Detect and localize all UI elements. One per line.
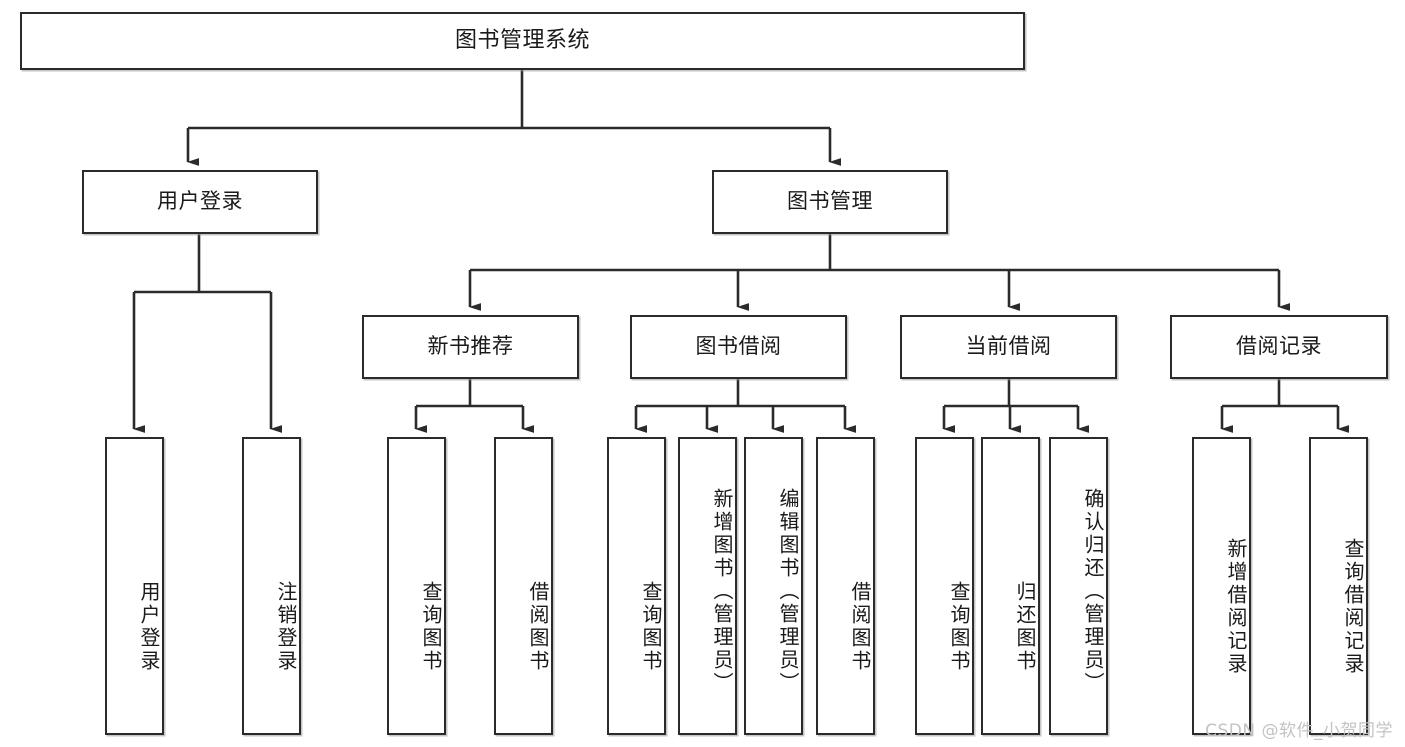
node-current-borrow[interactable]: 当前借阅 [900,315,1117,379]
node-label: 查询图书 [639,581,663,673]
node-label: 新增借阅记录 [1224,538,1248,676]
node-new-book-recommend[interactable]: 新书推荐 [362,315,579,379]
node-label: 注销登录 [274,581,298,673]
node-root-book-management-system[interactable]: 图书管理系统 [20,12,1025,70]
node-label: 借阅图书 [526,581,550,673]
node-label: 确认归还（管理员） [1081,487,1105,695]
node-label: 图书管理 [787,189,873,214]
node-label: 借阅图书 [848,581,872,673]
leaf-return-book[interactable]: 归还图书 [981,437,1040,735]
leaf-user-login[interactable]: 用户登录 [105,437,164,735]
node-label: 用户登录 [157,189,243,214]
leaf-query-book-new-recommend[interactable]: 查询图书 [387,437,446,735]
leaf-query-book-borrow[interactable]: 查询图书 [607,437,666,735]
leaf-edit-book-admin[interactable]: 编辑图书（管理员） [744,437,803,735]
leaf-query-borrow-record[interactable]: 查询借阅记录 [1309,437,1368,735]
node-book-borrow[interactable]: 图书借阅 [630,315,847,379]
node-borrow-record[interactable]: 借阅记录 [1170,315,1388,379]
node-label: 查询图书 [947,581,971,673]
leaf-logout-login[interactable]: 注销登录 [242,437,301,735]
leaf-borrow-book-borrow[interactable]: 借阅图书 [816,437,875,735]
node-user-login[interactable]: 用户登录 [82,170,318,234]
node-label: 图书借阅 [695,334,782,359]
node-label: 借阅记录 [1236,334,1322,359]
csdn-watermark: CSDN @软件_小贺同学 [1205,721,1393,741]
leaf-add-borrow-record[interactable]: 新增借阅记录 [1192,437,1251,735]
leaf-add-book-admin[interactable]: 新增图书（管理员） [678,437,737,735]
node-label: 查询图书 [419,581,443,673]
node-label: 当前借阅 [965,334,1052,359]
node-label: 图书管理系统 [454,27,590,53]
node-book-manage[interactable]: 图书管理 [712,170,948,234]
leaf-query-book-current[interactable]: 查询图书 [915,437,974,735]
node-label: 新增图书（管理员） [710,487,734,695]
leaf-confirm-return-admin[interactable]: 确认归还（管理员） [1049,437,1108,735]
leaf-borrow-book-new-recommend[interactable]: 借阅图书 [494,437,553,735]
node-label: 用户登录 [137,581,161,673]
node-label: 归还图书 [1013,581,1037,673]
node-label: 新书推荐 [427,334,514,359]
node-label: 编辑图书（管理员） [776,487,800,695]
node-label: 查询借阅记录 [1341,538,1365,676]
